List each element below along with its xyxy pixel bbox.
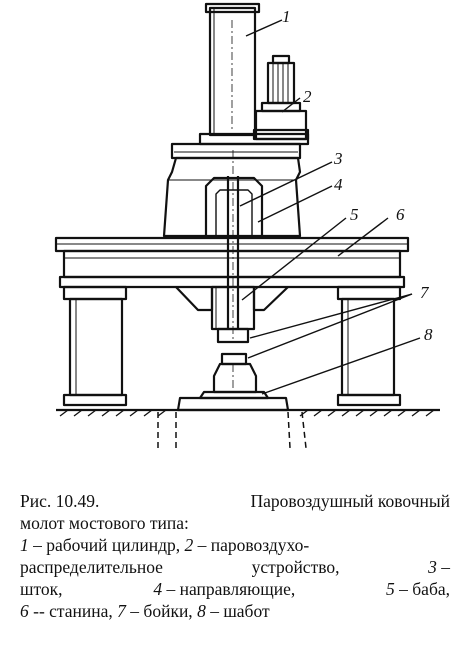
foundation <box>157 411 307 449</box>
callout-7: 7 <box>420 283 430 302</box>
legend-text: – направляющие, <box>166 579 296 599</box>
legend-line-2: распределительное устройство, 3 – <box>20 556 450 578</box>
legend-text: – баба, <box>399 579 450 599</box>
caption-title-part-2: молот мостового типа: <box>20 513 189 533</box>
lower-guide-housing <box>175 286 289 312</box>
hammer-diagram: 1 2 3 4 5 6 7 8 <box>54 2 440 449</box>
right-column <box>336 285 402 407</box>
caption-title-line-2: молот мостового типа: <box>20 512 450 534</box>
callout-1: 1 <box>282 7 291 26</box>
anvil-block <box>176 362 290 412</box>
callout-3: 3 <box>333 149 343 168</box>
leader-lines <box>239 19 421 395</box>
dies <box>216 327 250 366</box>
callout-6: 6 <box>396 205 405 224</box>
legend-line-1: 1 – рабочий цилиндр, 2 – паровоздухо- <box>20 534 450 556</box>
callout-2: 2 <box>303 87 312 106</box>
legend-num: 5 <box>386 579 395 599</box>
distribution-device <box>252 54 310 141</box>
callout-labels: 1 2 3 4 5 6 7 8 <box>282 7 433 344</box>
working-cylinder <box>204 2 261 137</box>
legend-num: 2 <box>184 535 194 555</box>
legend-num: 7 <box>117 601 126 621</box>
legend-text: – шабот <box>210 601 270 621</box>
legend-num: 6 <box>20 601 29 621</box>
callout-4: 4 <box>334 175 343 194</box>
ground-hatch <box>59 409 435 417</box>
legend-num: 3 <box>428 557 437 577</box>
guides <box>204 176 264 236</box>
legend-text: распределительное <box>20 557 163 577</box>
upper-housing <box>162 156 302 238</box>
legend-text: – <box>441 557 450 577</box>
caption-title-part-1: Паровоздушный ковочный <box>250 491 450 511</box>
figure-caption: Рис. 10.49. Паровоздушный ковочный молот… <box>20 490 450 622</box>
legend-text: шток, <box>20 579 63 599</box>
left-column <box>62 285 128 407</box>
legend-num: 8 <box>197 601 206 621</box>
figure-label: Рис. 10.49. <box>20 491 100 511</box>
upper-plate <box>170 142 302 160</box>
legend-text: устройство, <box>251 557 340 577</box>
legend-num: 4 <box>153 579 163 599</box>
legend-text: – рабочий цилиндр, <box>33 535 181 555</box>
legend-line-4: 6 -- станина, 7 – бойки, 8 – шабот <box>20 600 450 622</box>
callout-8: 8 <box>424 325 433 344</box>
legend-text: -- станина, <box>33 601 113 621</box>
piston-rod <box>226 150 240 340</box>
callout-5: 5 <box>350 205 359 224</box>
legend-num: 1 <box>20 535 29 555</box>
frame-beam <box>54 236 410 289</box>
legend-text: – бойки, <box>130 601 193 621</box>
caption-title-line-1: Рис. 10.49. Паровоздушный ковочный <box>20 490 450 512</box>
legend-text: – паровоздухо- <box>197 535 310 555</box>
legend-line-3: шток, 4 – направляющие, 5 – баба, <box>20 578 450 600</box>
